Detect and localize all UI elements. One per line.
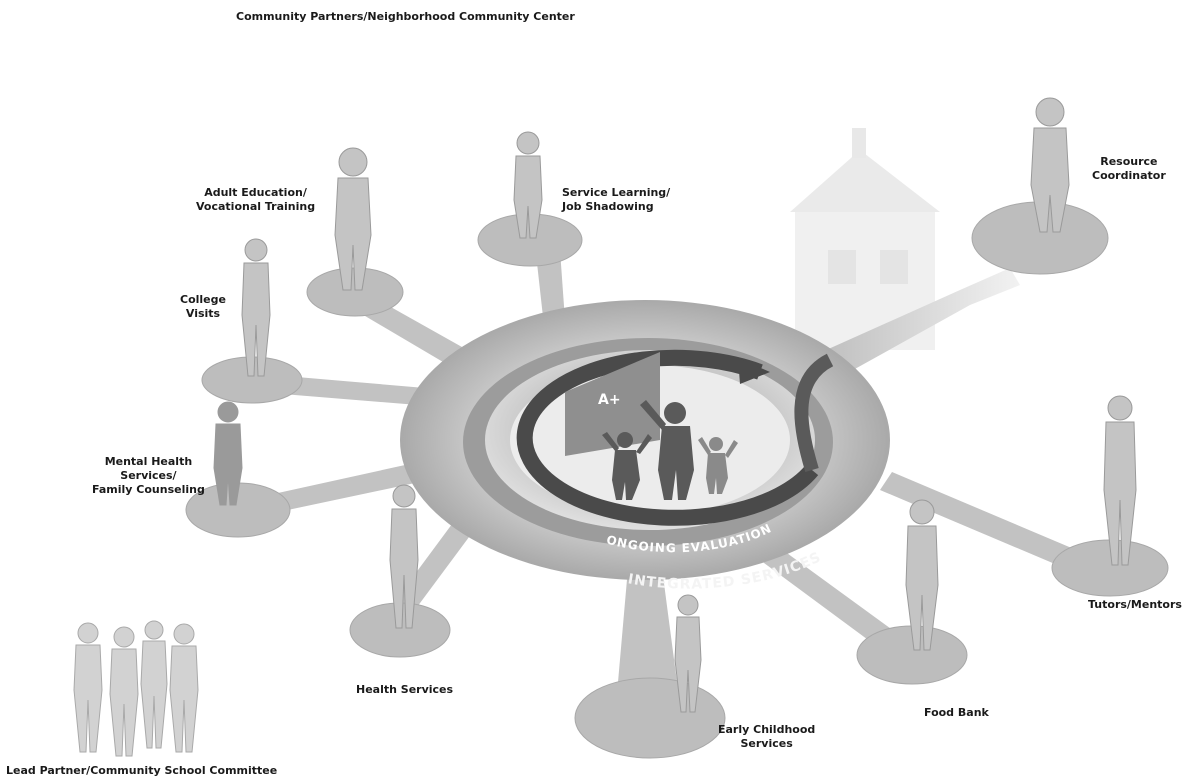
person-mental-health-icon [213, 401, 243, 506]
label-mental-health-line3: Family Counseling [92, 483, 205, 496]
label-service-learning-line1: Service Learning/ [562, 186, 671, 199]
label-service-learning-line2: Job Shadowing [562, 200, 654, 213]
person-health-services-icon [389, 484, 419, 629]
label-tutors-mentors-line1: Tutors/Mentors [1088, 598, 1182, 611]
label-college-visits-line2: Visits [185, 307, 221, 320]
label-health-services: Health Services [356, 683, 453, 697]
label-service-learning: Service Learning/ Job Shadowing [562, 186, 670, 214]
label-early-childhood-line1: Early Childhood [718, 723, 816, 736]
label-adult-education: Adult Education/ Vocational Training [196, 186, 315, 214]
person-college-visits-icon [241, 238, 271, 377]
person-resource-coordinator-icon [1030, 97, 1070, 233]
label-adult-education-line1: Adult Education/ [204, 186, 307, 199]
grade-text: A+ [598, 392, 621, 408]
committee-group-icon [73, 620, 199, 757]
label-food-bank: Food Bank [924, 706, 989, 720]
person-adult-education-icon [334, 147, 372, 291]
label-mental-health-line2: Services/ [120, 469, 177, 482]
label-resource-coordinator-line2: Coordinator [1092, 169, 1166, 182]
label-early-childhood-line2: Services [740, 737, 793, 750]
label-college-visits: College Visits [180, 293, 226, 321]
school-building [790, 128, 940, 350]
label-college-visits-line1: College [180, 293, 226, 306]
person-food-bank-icon [905, 499, 939, 651]
page-title: Community Partners/Neighborhood Communit… [236, 10, 575, 23]
label-health-services-line1: Health Services [356, 683, 454, 696]
label-resource-coordinator-line1: Resource [1100, 155, 1158, 168]
committee-caption: Lead Partner/Community School Committee [6, 764, 278, 777]
label-mental-health: Mental Health Services/ Family Counselin… [92, 455, 205, 497]
person-early-childhood-icon [674, 594, 702, 713]
person-service-learning-icon [513, 131, 543, 239]
label-tutors-mentors: Tutors/Mentors [1088, 598, 1182, 612]
label-early-childhood: Early Childhood Services [718, 723, 815, 751]
blackboard-icon: A+ [565, 352, 660, 456]
disc-early-childhood [574, 677, 726, 759]
label-resource-coordinator: Resource Coordinator [1092, 155, 1166, 183]
label-mental-health-line1: Mental Health [104, 455, 193, 468]
label-adult-education-line2: Vocational Training [196, 200, 316, 213]
teacher-students-icon [602, 400, 738, 500]
person-figures [213, 97, 1137, 713]
node-discs [185, 201, 1169, 759]
person-tutors-mentors-icon [1103, 395, 1137, 566]
label-food-bank-line1: Food Bank [924, 706, 989, 719]
